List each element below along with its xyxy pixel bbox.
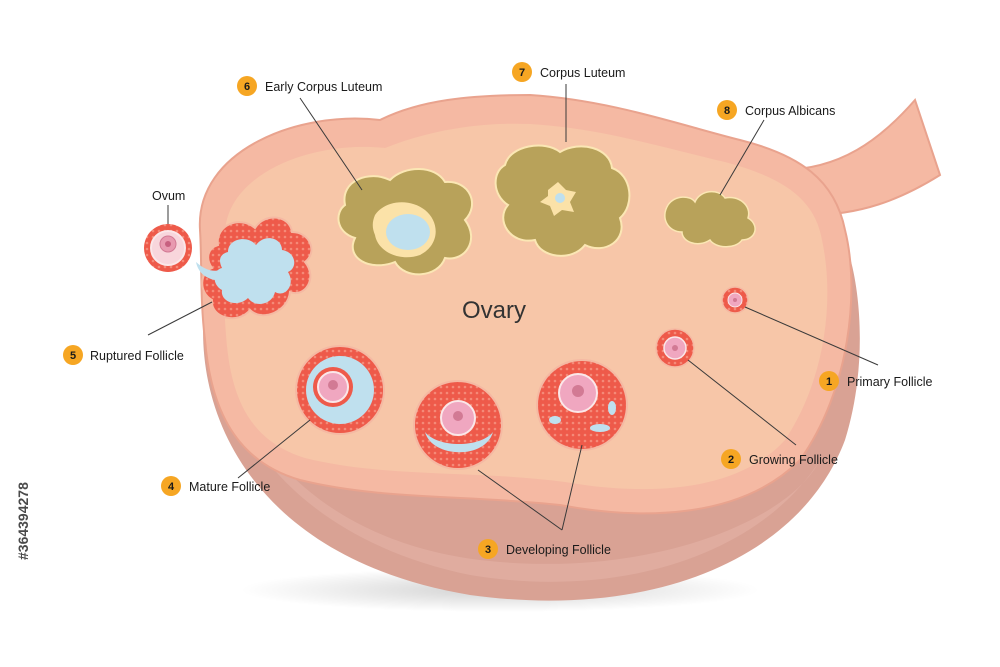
badge-5 — [63, 345, 83, 365]
label-1: 1 Primary Follicle — [819, 371, 932, 391]
label-5-text: Ruptured Follicle — [90, 349, 184, 363]
label-2-text: Growing Follicle — [749, 453, 838, 467]
primary-follicle — [721, 286, 749, 314]
badge-7 — [512, 62, 532, 82]
badge-6-number: 6 — [244, 81, 250, 93]
early-corpus-luteum — [337, 168, 474, 276]
label-7: 7 Corpus Luteum — [512, 62, 625, 82]
badge-3 — [478, 539, 498, 559]
label-4-text: Mature Follicle — [189, 480, 270, 494]
ovum — [144, 224, 192, 272]
ruptured-follicle — [196, 216, 313, 320]
label-3-text: Developing Follicle — [506, 543, 611, 557]
label-5: 5 Ruptured Follicle — [63, 345, 184, 365]
badge-6 — [237, 76, 257, 96]
developing-follicle-b — [536, 359, 628, 451]
badge-8-number: 8 — [724, 105, 730, 117]
corpus-albicans — [664, 190, 756, 248]
label-6-text: Early Corpus Luteum — [265, 80, 382, 94]
stock-id: #364394278 — [15, 482, 31, 560]
badge-8 — [717, 100, 737, 120]
badge-2 — [721, 449, 741, 469]
label-1-text: Primary Follicle — [847, 375, 932, 389]
badge-2-number: 2 — [728, 454, 734, 466]
label-8: 8 Corpus Albicans — [717, 100, 835, 120]
badge-1-number: 1 — [826, 376, 832, 388]
badge-3-number: 3 — [485, 544, 491, 556]
ovum-label: Ovum — [152, 189, 185, 203]
growing-follicle — [655, 328, 695, 368]
corpus-luteum — [494, 144, 631, 257]
label-6: 6 Early Corpus Luteum — [237, 76, 382, 96]
label-4: 4 Mature Follicle — [161, 476, 270, 496]
developing-follicle-a — [413, 380, 503, 470]
mature-follicle — [295, 345, 385, 435]
badge-4 — [161, 476, 181, 496]
label-7-text: Corpus Luteum — [540, 66, 625, 80]
leader-lines — [147, 84, 879, 531]
label-3: 3 Developing Follicle — [478, 539, 611, 559]
badge-7-number: 7 — [519, 67, 525, 79]
badge-4-number: 4 — [168, 481, 175, 493]
diagram-title: Ovary — [462, 297, 526, 324]
badge-5-number: 5 — [70, 350, 76, 362]
badge-1 — [819, 371, 839, 391]
label-2: 2 Growing Follicle — [721, 449, 838, 469]
label-8-text: Corpus Albicans — [745, 104, 835, 118]
